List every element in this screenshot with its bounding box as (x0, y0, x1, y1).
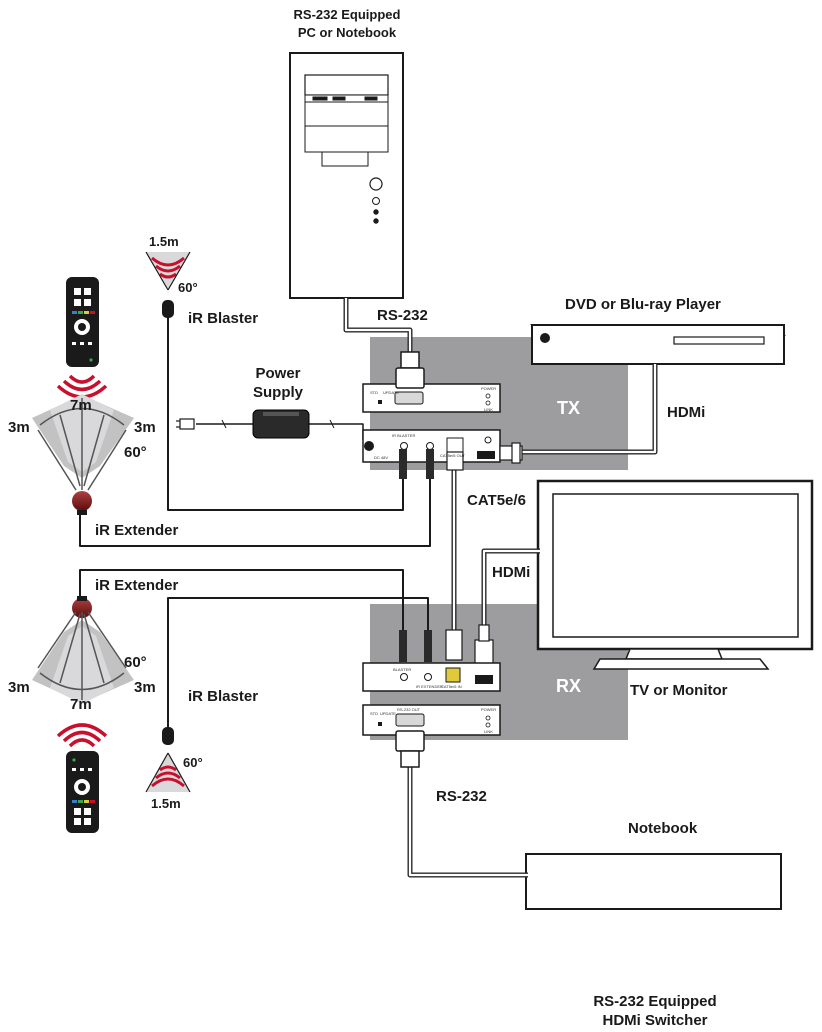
dist-1-5m-bottom: 1.5m (151, 796, 181, 811)
ir-blaster-icon-bottom (162, 727, 174, 745)
rx-ir-extender-text: IR EXTENDER (416, 684, 443, 689)
deg-60-blaster-bottom: 60° (183, 755, 203, 770)
ir-extender-fan-bottom (32, 611, 134, 704)
power-supply (176, 409, 335, 439)
ir-extender-label-bottom: iR Extender (95, 577, 179, 594)
rx-label: RX (556, 676, 582, 696)
switcher-label-line2: HDMi Switcher (602, 1012, 708, 1029)
tv-label: TV or Monitor (630, 682, 728, 699)
rx-cat-in-text: CAT5e/6 IN (441, 684, 462, 689)
hdmi-label-top: HDMi (667, 404, 706, 421)
dvd-player (529, 324, 787, 365)
ir-blaster-label-bottom: iR Blaster (188, 688, 259, 705)
tx-top-panel (362, 383, 501, 413)
ir-blaster-label-top: iR Blaster (188, 310, 259, 327)
power-label-line2: Supply (252, 384, 303, 401)
rx-link-text: LINK (484, 729, 493, 734)
ir-wave-icon-bottom (56, 723, 108, 748)
remote-control-icon (66, 277, 99, 367)
pc-tower (289, 52, 404, 299)
ir-extender-icon (72, 491, 92, 515)
cables (79, 298, 658, 878)
dist-3m-right-top: 3m (134, 419, 156, 436)
tx-cat-out-text: CAT5e/6 OUT (440, 453, 466, 458)
rx-std-text: STD (370, 711, 378, 716)
ir-blaster-beam-bottom (145, 752, 191, 793)
tx-plugs (399, 442, 523, 479)
deg-60-ext-top: 60° (124, 444, 147, 461)
dist-3m-left-top: 3m (8, 419, 30, 436)
rx-rs232-connector (395, 730, 425, 768)
tx-power-text: POWER (481, 386, 497, 391)
ir-wave-icon (56, 374, 108, 399)
dist-1-5m-top: 1.5m (149, 234, 179, 249)
rx-blaster-text: BLASTER (393, 667, 412, 672)
ir-blaster-icon (162, 300, 174, 318)
tx-link-text: LINK (484, 407, 493, 412)
tx-rs232-connector (395, 351, 425, 389)
dist-7m-bottom: 7m (70, 696, 92, 713)
rs232-label-bottom: RS-232 (436, 788, 487, 805)
tx-std-text: STD (370, 390, 378, 395)
notebook-label: Notebook (628, 820, 698, 837)
deg-60-blaster-top: 60° (178, 280, 198, 295)
dist-7m-top: 7m (70, 397, 92, 414)
deg-60-ext-bottom: 60° (124, 654, 147, 671)
hdmi-label-mid: HDMi (492, 564, 531, 581)
hdmi-switcher (525, 853, 782, 910)
ir-blaster-beam (145, 251, 191, 291)
rx-top-panel (362, 662, 501, 692)
rx-update-text: UPDATE (380, 711, 396, 716)
ir-extender-fan (32, 394, 134, 491)
rx-bottom-panel (362, 704, 501, 736)
ir-extender-icon-bottom (72, 596, 92, 618)
tx-label: TX (557, 398, 581, 418)
tx-ir-blaster-text: IR BLASTER (392, 433, 416, 438)
rs232-label-top: RS-232 (377, 307, 428, 324)
dist-3m-left-bottom: 3m (8, 679, 30, 696)
switcher-label-line1: RS-232 Equipped (593, 993, 717, 1010)
remote-control-icon-bottom (66, 751, 99, 833)
tx-dc-text: DC 48V (374, 455, 389, 460)
tx-update-text: UPDATE (383, 390, 399, 395)
pc-label-line2: PC or Notebook (297, 25, 397, 40)
dvd-label: DVD or Blu-ray Player (565, 296, 721, 313)
rx-rs232-out-text: RS-232 OUT (397, 707, 421, 712)
pc-label-line1: RS-232 Equipped (293, 7, 401, 22)
cat-label: CAT5e/6 (467, 492, 526, 509)
rx-power-text: POWER (481, 707, 497, 712)
tv-monitor (536, 479, 814, 670)
ir-extender-label-top: iR Extender (95, 522, 179, 539)
power-label-line1: Power (255, 365, 301, 382)
dist-3m-right-bottom: 3m (134, 679, 156, 696)
